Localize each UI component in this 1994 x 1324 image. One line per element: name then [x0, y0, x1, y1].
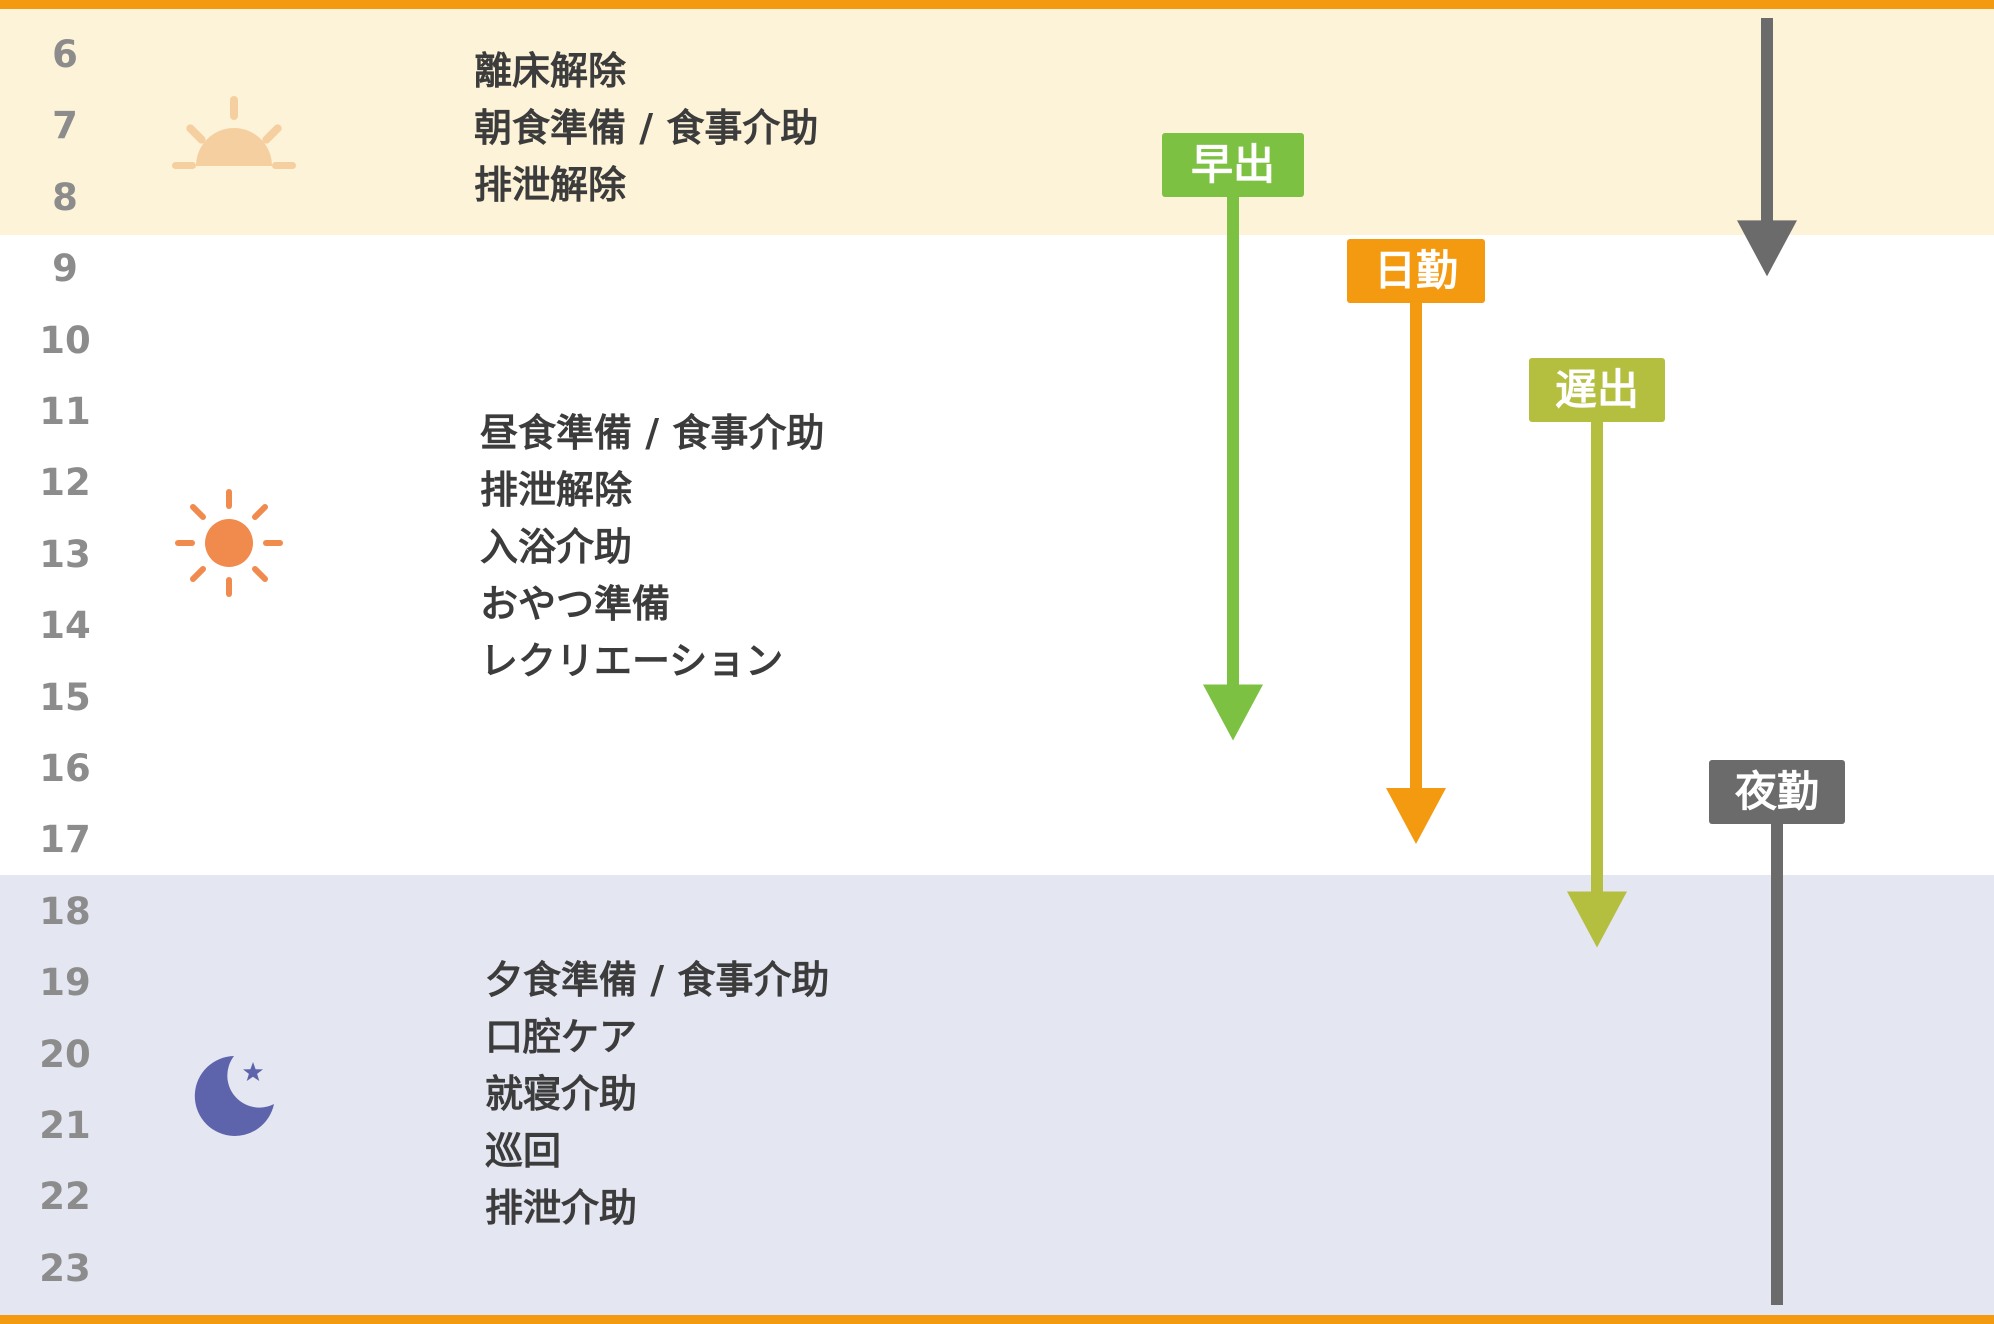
- night-shift-label: 夜勤: [1709, 760, 1845, 824]
- night-task-list: 夕食準備 / 食事介助口腔ケア就寝介助巡回排泄介助: [485, 952, 829, 1237]
- late-shift-label: 遅出: [1529, 358, 1665, 422]
- hour-label: 6: [52, 33, 78, 76]
- task-item: レクリエーション: [480, 639, 784, 683]
- task-item: 排泄解除: [474, 163, 627, 207]
- hour-label: 12: [39, 461, 91, 505]
- task-item: 就寝介助: [485, 1072, 638, 1116]
- hour-label: 17: [39, 818, 91, 862]
- hour-label: 19: [39, 961, 91, 1005]
- hour-label: 7: [52, 104, 78, 148]
- task-item: 昼食準備 / 食事介助: [480, 411, 825, 455]
- early-shift-arrowhead: [1203, 684, 1263, 741]
- task-item: 口腔ケア: [485, 1015, 638, 1059]
- hour-label: 11: [39, 390, 91, 433]
- morning-task-list: 離床解除朝食準備 / 食事介助排泄解除: [474, 43, 818, 214]
- task-item: 排泄解除: [480, 468, 633, 512]
- day-shift-label: 日勤: [1347, 239, 1485, 303]
- hour-label: 14: [39, 604, 91, 648]
- hour-label: 16: [39, 747, 91, 790]
- hour-label: 20: [39, 1032, 91, 1076]
- late-shift-arrowhead: [1567, 891, 1627, 948]
- hour-label: 9: [52, 247, 78, 291]
- hour-label: 21: [39, 1104, 91, 1147]
- task-item: 巡回: [485, 1129, 562, 1173]
- task-item: 離床解除: [474, 49, 627, 93]
- moon-star-icon: [194, 1056, 274, 1136]
- task-item: 夕食準備 / 食事介助: [485, 958, 830, 1002]
- day-task-list: 昼食準備 / 食事介助排泄解除入浴介助おやつ準備レクリエーション: [480, 405, 824, 690]
- hour-label: 22: [39, 1175, 91, 1219]
- task-item: 入浴介助: [480, 525, 633, 569]
- task-item: 排泄介助: [485, 1186, 638, 1230]
- sunrise-icon: [172, 96, 296, 169]
- task-item: おやつ準備: [480, 582, 671, 626]
- hour-label: 13: [39, 532, 91, 576]
- day-band: [0, 235, 1994, 875]
- hour-label: 18: [39, 889, 91, 933]
- early-shift-label: 早出: [1162, 133, 1304, 197]
- sun-icon: [175, 489, 283, 597]
- hour-label: 15: [39, 675, 91, 719]
- task-item: 朝食準備 / 食事介助: [474, 106, 819, 150]
- morning-band: [0, 9, 1994, 235]
- hour-label: 8: [52, 175, 78, 219]
- day-shift-arrowhead: [1386, 787, 1446, 844]
- night-shift-carryover-arrowhead: [1737, 220, 1797, 277]
- top-border: [0, 0, 1994, 9]
- night-band: [0, 875, 1994, 1315]
- hour-label: 10: [39, 318, 91, 362]
- hour-label: 23: [39, 1246, 91, 1290]
- bottom-border: [0, 1315, 1994, 1324]
